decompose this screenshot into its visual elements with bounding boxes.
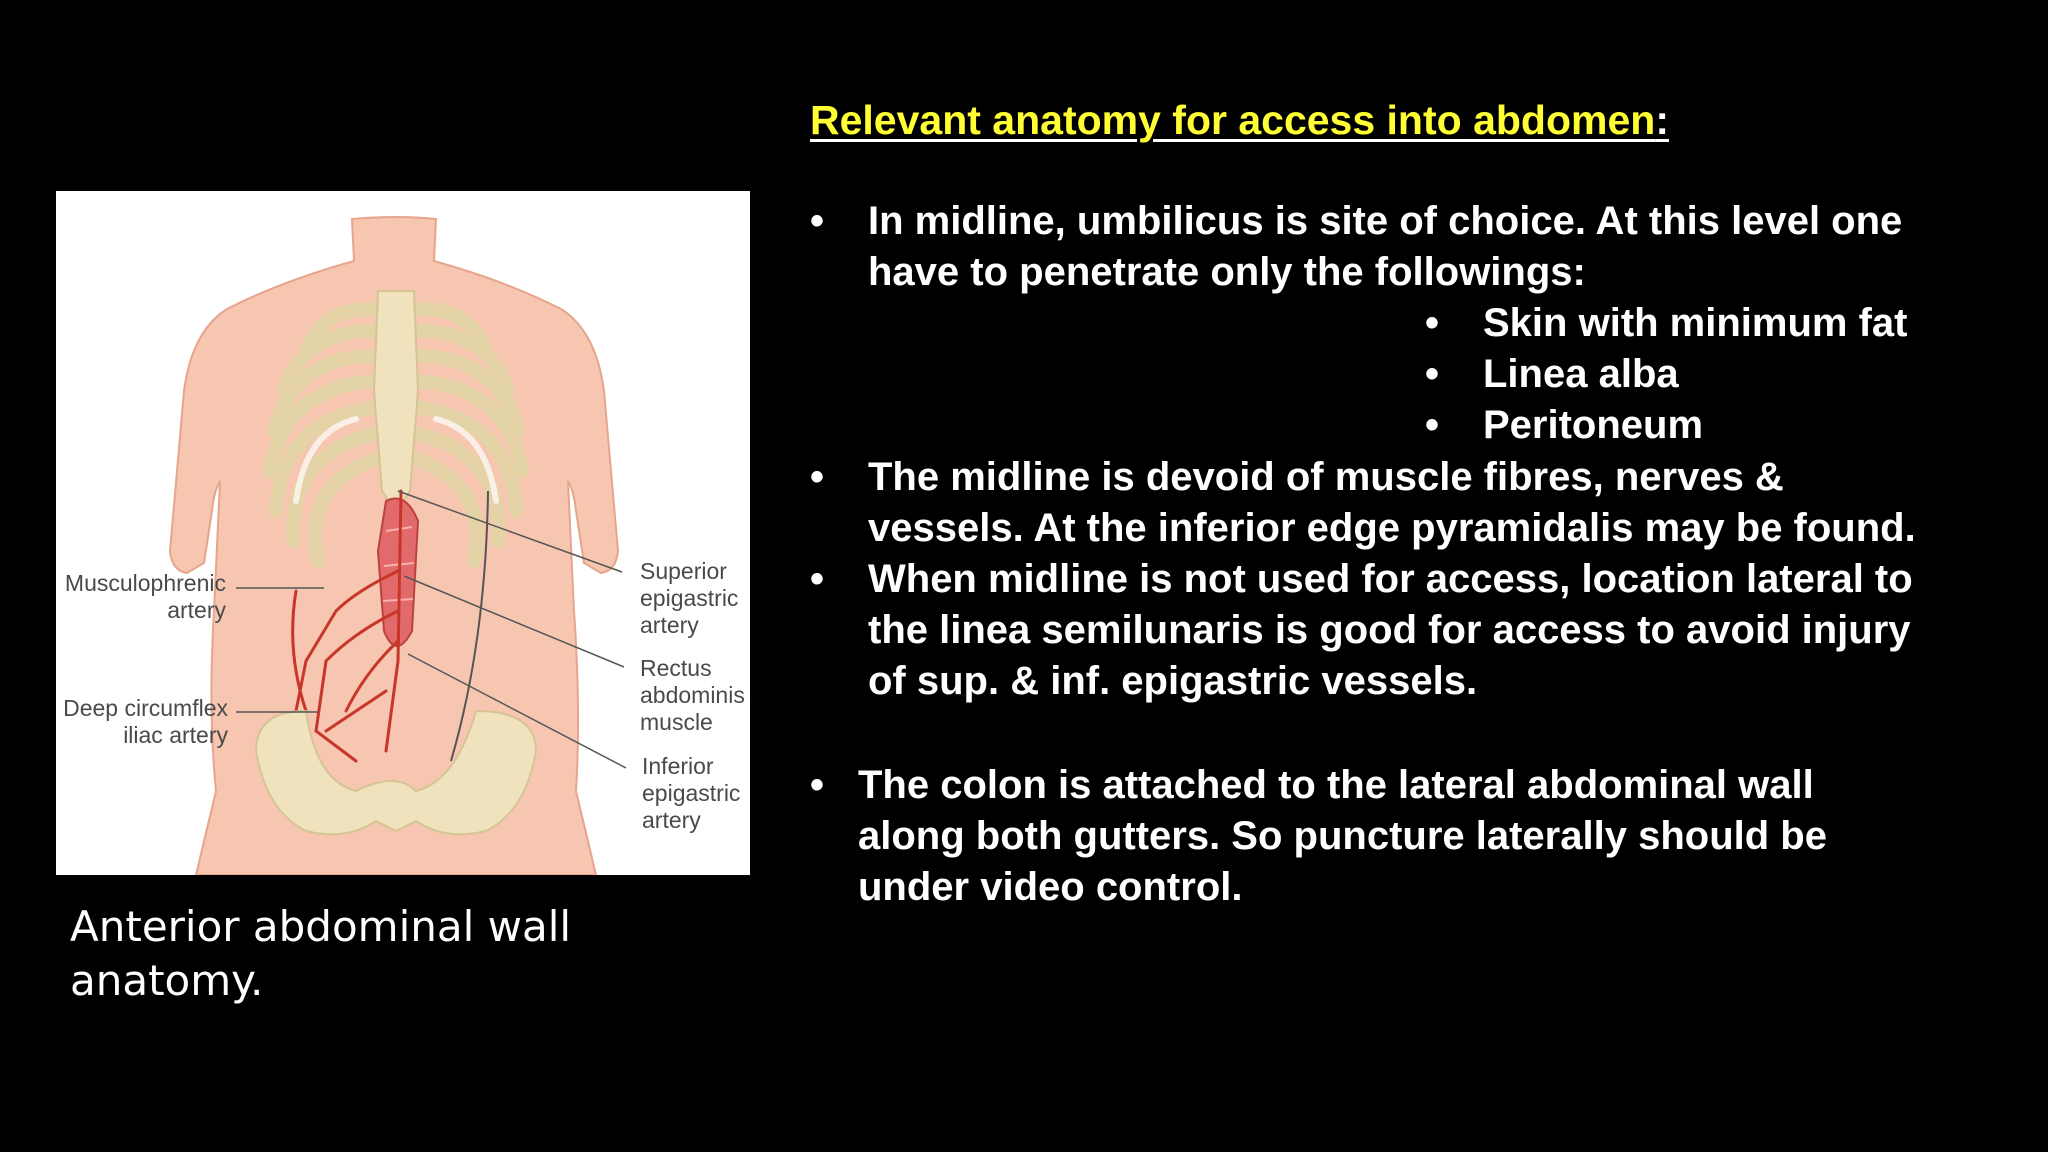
bullet-line: vessels. At the inferior edge pyramidali… [868, 506, 1916, 550]
caption-line: Anterior abdominal wall [70, 902, 572, 951]
label-line: artery [640, 612, 699, 638]
sternum [372, 290, 420, 513]
label-line: Musculophrenic [64, 570, 226, 596]
leader-lines [236, 490, 627, 769]
bullet-lateral-access: • When midline is not used for access, l… [810, 554, 1913, 707]
bullet-line: Linea alba [1483, 352, 1679, 396]
bullet-line: Skin with minimum fat [1483, 301, 1908, 345]
label-line: artery [642, 807, 701, 833]
bullet-midline-devoid: • The midline is devoid of muscle fibres… [810, 452, 1916, 554]
heading-colon: : [1655, 97, 1669, 143]
rib-cage [263, 302, 529, 568]
label-line: Superior [640, 558, 727, 584]
anatomy-figure: Musculophrenic artery Deep circumflex il… [56, 191, 750, 875]
bullet-dot: • [1425, 301, 1440, 345]
bullet-line: have to penetrate only the followings: [868, 250, 1586, 294]
abdominal-wall-illustration [168, 216, 627, 875]
label-line: epigastric [642, 780, 741, 806]
label-inferior-epigastric-artery: Inferior epigastric artery [642, 753, 740, 834]
bullet-line: along both gutters. So puncture laterall… [858, 814, 1827, 858]
bullet-line: of sup. & inf. epigastric vessels. [868, 659, 1478, 703]
bullet-dot: • [810, 557, 825, 601]
sub-bullet-peritoneum: • Peritoneum [1425, 400, 1703, 451]
bullet-line: under video control. [858, 865, 1243, 909]
bullet-umbilicus: • In midline, umbilicus is site of choic… [810, 196, 1902, 298]
sub-bullet-linea-alba: • Linea alba [1425, 349, 1679, 400]
label-deep-circumflex-iliac-artery: Deep circumflex iliac artery [56, 695, 228, 749]
bullet-line: The midline is devoid of muscle fibres, … [868, 455, 1784, 499]
caption-line: anatomy. [70, 956, 264, 1005]
sub-bullet-skin: • Skin with minimum fat [1425, 298, 1907, 349]
label-line: abdominis [640, 682, 745, 708]
label-line: iliac artery [123, 722, 228, 748]
bullet-colon: • The colon is attached to the lateral a… [810, 760, 1827, 913]
bullet-line: The colon is attached to the lateral abd… [858, 763, 1814, 807]
bullet-dot: • [1425, 352, 1440, 396]
bullet-dot: • [810, 763, 825, 807]
label-line: artery [167, 597, 226, 623]
bullet-line: the linea semilunaris is good for access… [868, 608, 1911, 652]
label-line: Inferior [642, 753, 714, 779]
label-line: Deep circumflex [63, 695, 228, 721]
bullet-line: Peritoneum [1483, 403, 1704, 447]
bullet-dot: • [810, 455, 825, 499]
bullet-line: When midline is not used for access, loc… [868, 557, 1913, 601]
pelvis [254, 709, 538, 836]
epigastric-arteries [291, 489, 403, 763]
heading-text: Relevant anatomy for access into abdomen [810, 97, 1656, 143]
label-musculophrenic-artery: Musculophrenic artery [56, 570, 226, 624]
label-line: epigastric [640, 585, 739, 611]
slide-heading: Relevant anatomy for access into abdomen… [810, 96, 1669, 144]
bullet-dot: • [810, 199, 825, 243]
label-rectus-abdominis-muscle: Rectus abdominis muscle [640, 655, 745, 736]
label-line: muscle [640, 709, 713, 735]
bullet-dot: • [1425, 403, 1440, 447]
label-line: Rectus [640, 655, 712, 681]
figure-caption: Anterior abdominal wall anatomy. [70, 900, 690, 1008]
label-superior-epigastric-artery: Superior epigastric artery [640, 558, 738, 639]
bullet-line: In midline, umbilicus is site of choice.… [868, 199, 1903, 243]
